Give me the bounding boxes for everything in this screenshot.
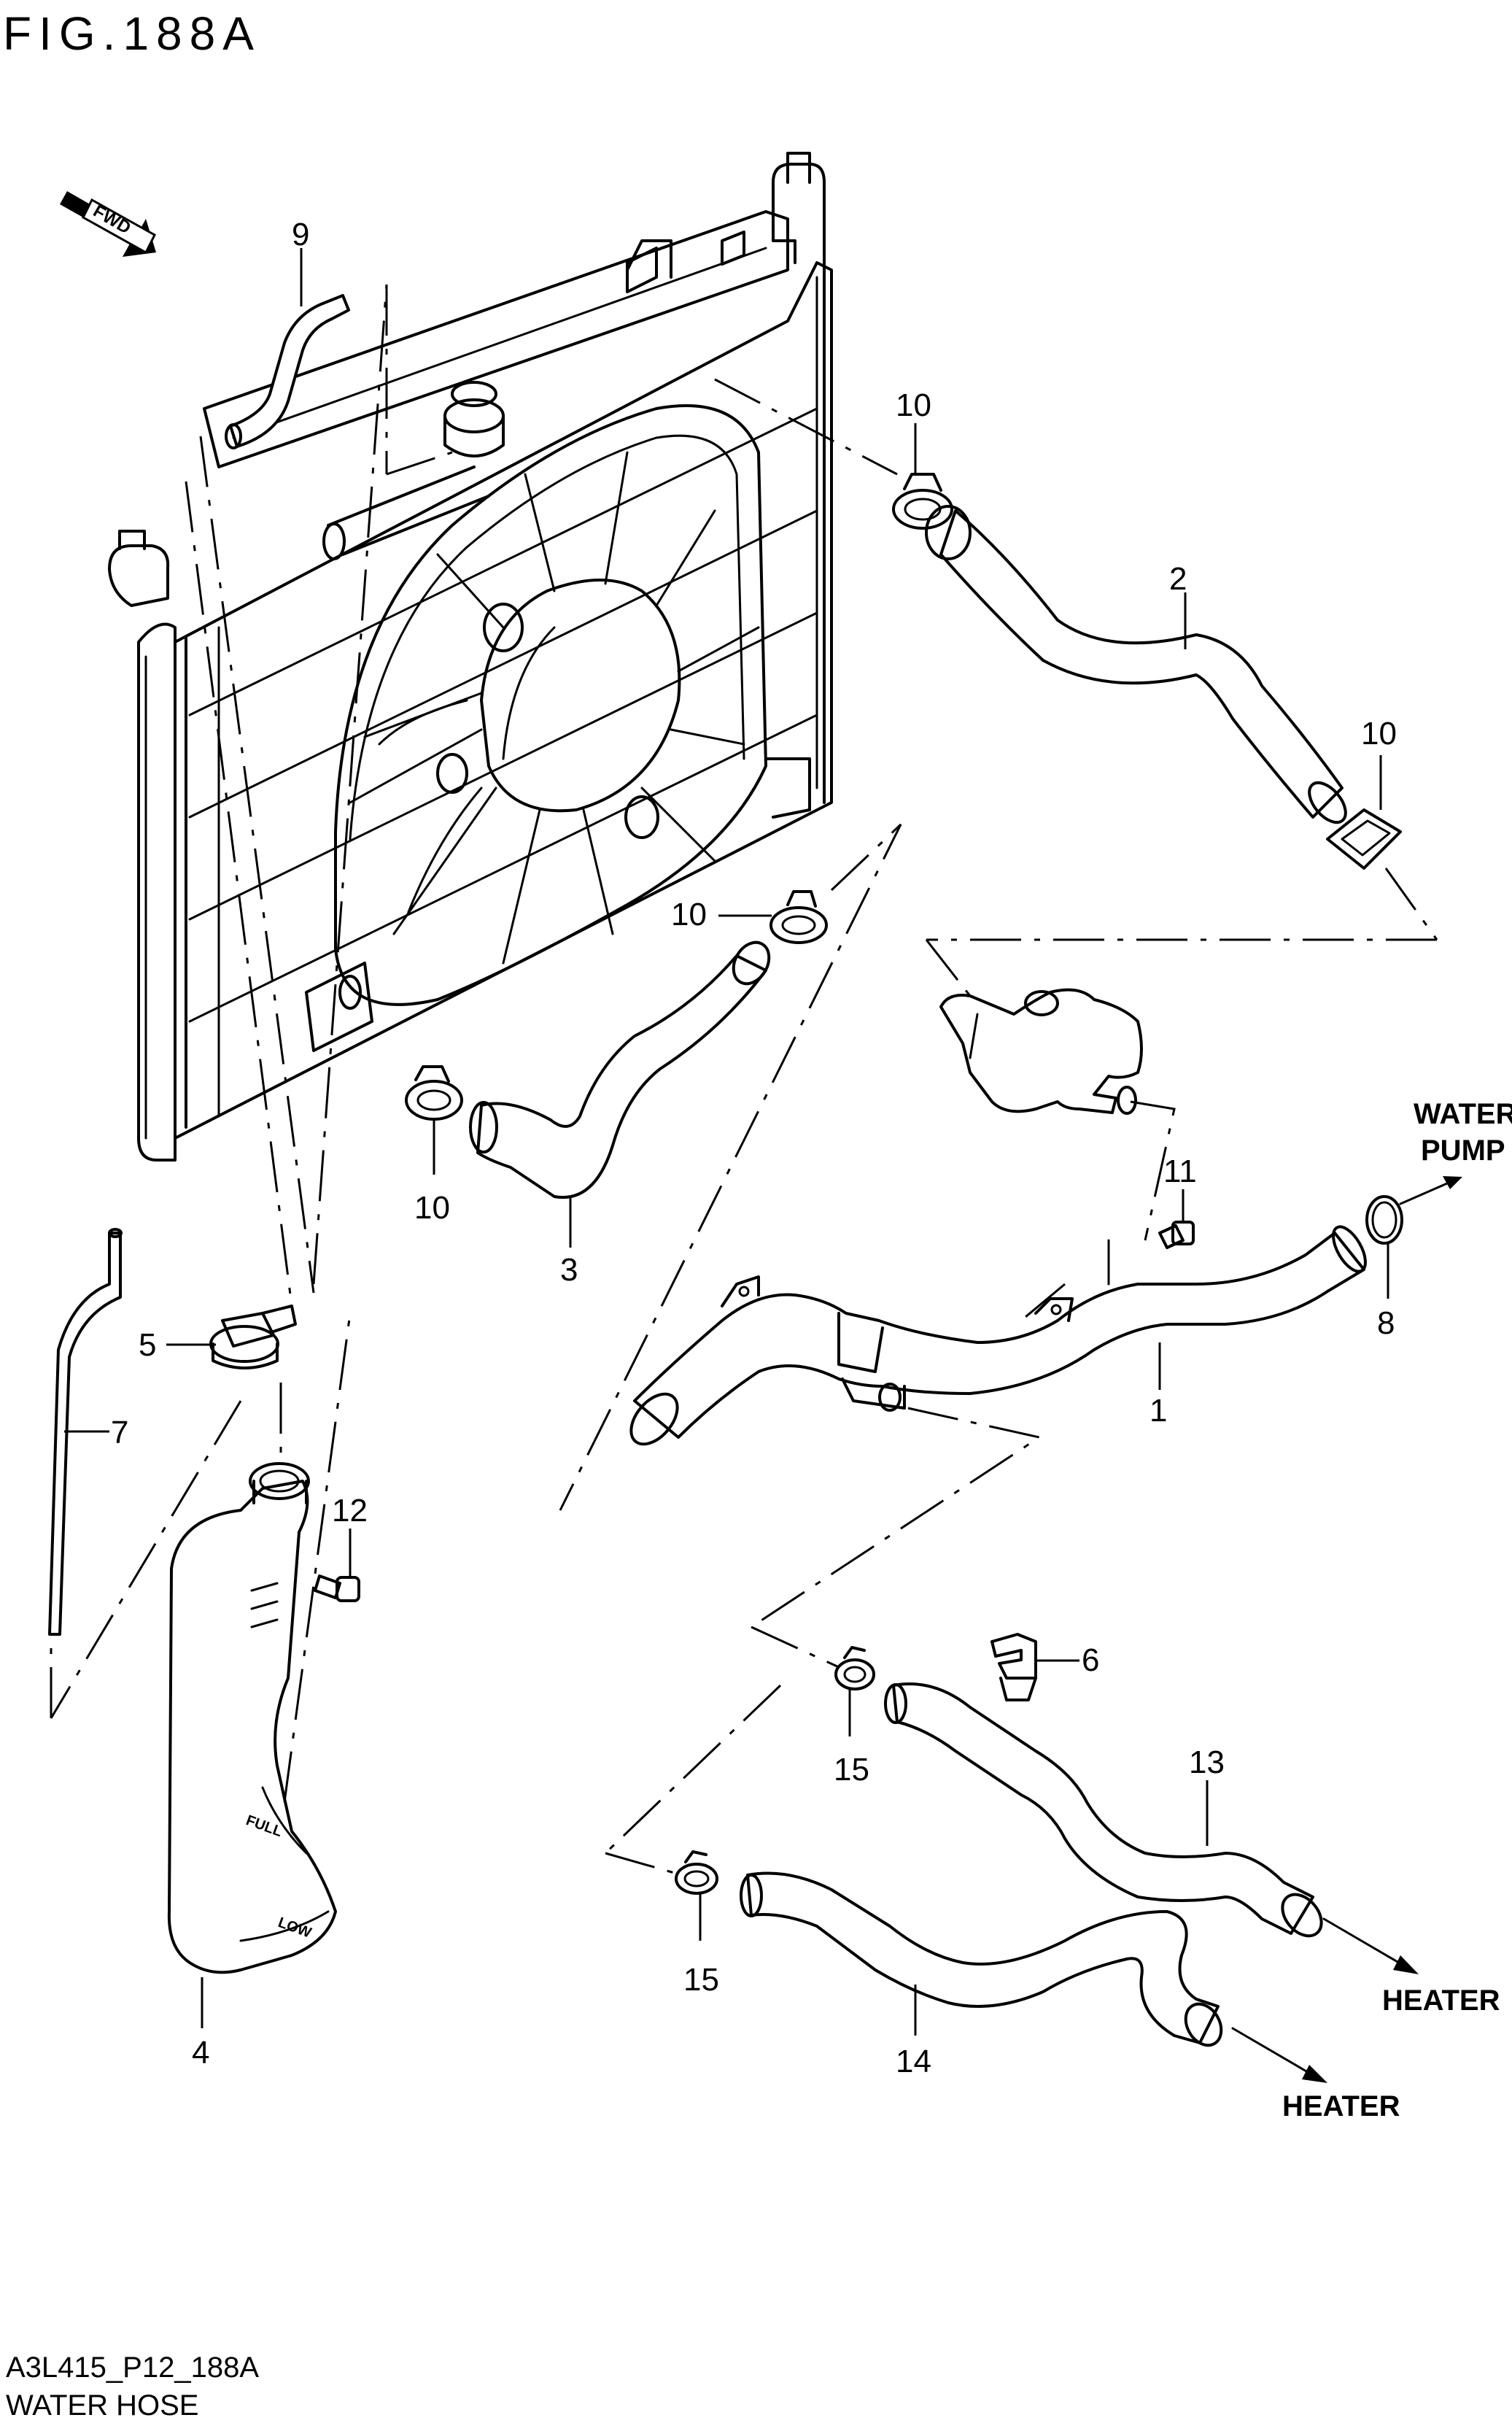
- water-pump-label-line2: PUMP: [1421, 1135, 1505, 1167]
- fan-shroud-assembly: [334, 404, 767, 1006]
- part-number-5: 5: [139, 1327, 156, 1363]
- clamp-icon-10b: [1326, 808, 1402, 870]
- part-number-8: 8: [1377, 1305, 1395, 1341]
- reservoir-low-marking: LOW: [276, 1914, 313, 1941]
- part-number-1: 1: [1149, 1393, 1167, 1429]
- footer-caption: WATER HOSE: [6, 2389, 198, 2422]
- part-1-water-inlet-pipe: [629, 1225, 1367, 1446]
- part-number-10-left: 10: [414, 1190, 450, 1226]
- bolt-icon-12: [314, 1574, 360, 1602]
- clamp-icon-10c: [769, 890, 828, 944]
- heater-label-upper: HEATER: [1382, 1985, 1500, 2017]
- part-2-upper-hose: [925, 505, 1347, 824]
- part-number-13: 13: [1189, 1744, 1225, 1780]
- water-pump-label-line1: WATER: [1414, 1098, 1512, 1130]
- footer-code: A3L415_P12_188A: [6, 2351, 259, 2384]
- fan-motor-hub-icon: [480, 579, 681, 813]
- part-number-15-upper: 15: [834, 1752, 869, 1788]
- clamp-icon-10a: [892, 473, 953, 530]
- heater-label-lower: HEATER: [1282, 2090, 1400, 2122]
- o-ring-icon-8: [1365, 1195, 1403, 1245]
- part-number-11: 11: [1163, 1153, 1197, 1189]
- part-4-reservoir-tank: FULL LOW: [167, 1462, 337, 1974]
- part-number-6: 6: [1082, 1642, 1099, 1678]
- figure-title: FIG.188A: [3, 7, 261, 60]
- part-7-reservoir-hose: [48, 1228, 123, 1636]
- part-number-2: 2: [1169, 561, 1187, 597]
- part-number-10-right: 10: [1361, 716, 1397, 751]
- clamp-icon-15b: [675, 1850, 718, 1895]
- bolt-icon-11: [1158, 1221, 1195, 1249]
- clamp-icon-10d: [405, 1065, 463, 1121]
- radiator-cap-icon: [443, 381, 505, 457]
- part-9-overflow-hose: [225, 294, 350, 449]
- part-14-heater-hose: [740, 1871, 1223, 2047]
- water-outlet-housing: [939, 988, 1143, 1115]
- part-number-9: 9: [292, 217, 309, 252]
- assembly-leader-lines: [50, 284, 1438, 1877]
- cap-icon-5: [209, 1305, 297, 1369]
- part-number-4: 4: [192, 2035, 209, 2071]
- fwd-arrow-icon: FWD: [60, 191, 156, 257]
- part-number-12: 12: [332, 1493, 368, 1529]
- part-3-lower-hose: [469, 940, 771, 1199]
- part-number-10-middle: 10: [671, 897, 707, 932]
- radiator-assembly: [108, 152, 833, 1162]
- part-number-3: 3: [560, 1252, 578, 1288]
- clamp-icon-15a: [834, 1646, 875, 1690]
- part-number-15-lower: 15: [683, 1962, 719, 1998]
- part-13-heater-hose: [884, 1682, 1323, 1938]
- part-number-14: 14: [896, 2044, 931, 2079]
- clip-icon-6: [990, 1633, 1037, 1701]
- part-number-10-top: 10: [896, 387, 931, 423]
- part-number-7: 7: [111, 1415, 128, 1450]
